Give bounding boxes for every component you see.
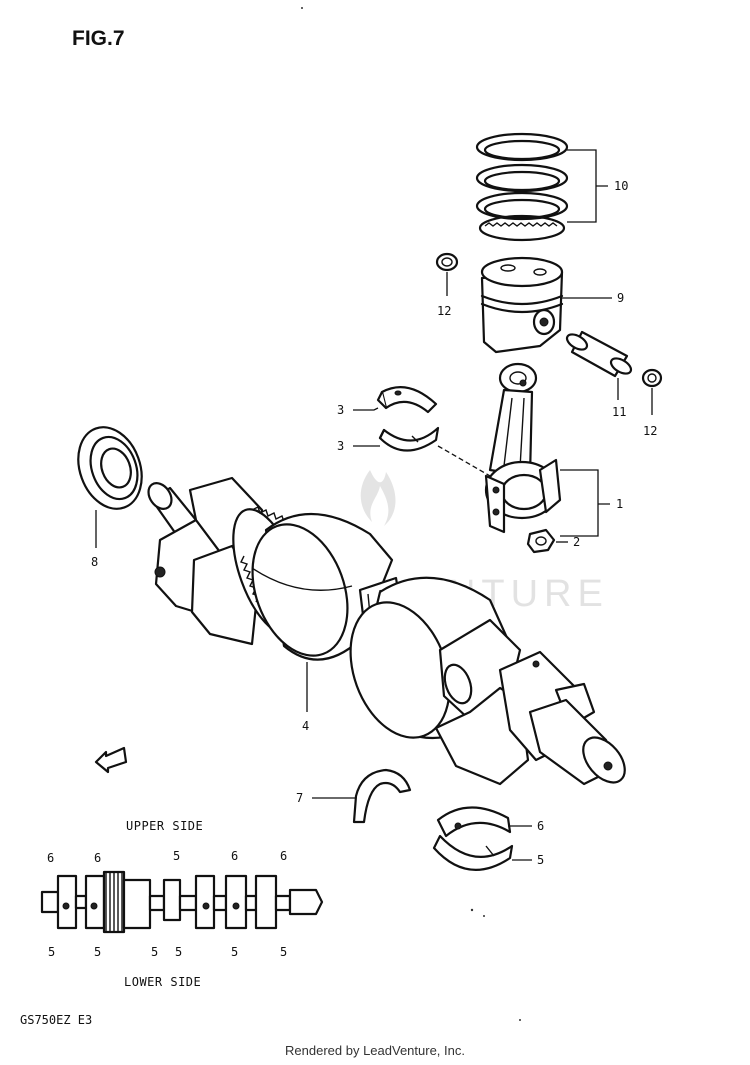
callout-3-upper: 3 <box>337 403 344 417</box>
lower-marker: 5 <box>94 945 101 959</box>
upper-marker: 5 <box>173 849 180 863</box>
conrod-bearing-part-3-upper[interactable] <box>376 386 438 414</box>
lower-marker: 5 <box>175 945 182 959</box>
bearing-layout-schematic <box>40 870 324 934</box>
callout-6: 6 <box>537 819 544 833</box>
crank-bearing-part-6[interactable] <box>436 806 512 838</box>
upper-marker: 6 <box>94 851 101 865</box>
piston-part-9[interactable] <box>480 256 564 354</box>
upper-marker: 6 <box>231 849 238 863</box>
piston-pin-part-11[interactable] <box>564 330 633 378</box>
callout-9: 9 <box>617 291 624 305</box>
lower-marker: 5 <box>48 945 55 959</box>
callout-4: 4 <box>302 719 309 733</box>
crank-bearing-part-5[interactable] <box>432 834 514 871</box>
circlip-part-12-right[interactable] <box>641 368 663 388</box>
lower-marker: 5 <box>280 945 287 959</box>
callout-11: 11 <box>612 405 626 419</box>
upper-side-label: UPPER SIDE <box>126 819 203 833</box>
upper-marker: 6 <box>47 851 54 865</box>
callout-5: 5 <box>537 853 544 867</box>
callout-12-upper: 12 <box>437 304 451 318</box>
crankshaft-part-4[interactable] <box>144 476 633 790</box>
lower-marker: 5 <box>231 945 238 959</box>
lower-side-markers: 5 5 5 5 5 5 <box>48 945 287 959</box>
piston-rings-part-10[interactable] <box>475 132 569 242</box>
connecting-rod-part-1[interactable] <box>484 362 562 534</box>
circlip-part-12-upper[interactable] <box>435 252 459 272</box>
upper-side-markers: 6 6 5 6 6 <box>47 849 287 865</box>
lower-marker: 5 <box>151 945 158 959</box>
callout-3-lower: 3 <box>337 439 344 453</box>
callout-7: 7 <box>296 791 303 805</box>
callout-12-right: 12 <box>643 424 657 438</box>
nut-part-2[interactable] <box>526 528 556 554</box>
lower-side-label: LOWER SIDE <box>124 975 201 989</box>
upper-marker: 6 <box>280 849 287 863</box>
thrust-bearing-part-7[interactable] <box>352 768 412 824</box>
oil-seal-part-8[interactable] <box>67 418 152 517</box>
scan-specks <box>301 7 521 1021</box>
conrod-bearing-part-3-lower[interactable] <box>378 426 440 452</box>
callout-2: 2 <box>573 535 580 549</box>
model-code: GS750EZ E3 <box>20 1013 92 1027</box>
callout-8: 8 <box>91 555 98 569</box>
callout-10: 10 <box>614 179 628 193</box>
callout-1: 1 <box>616 497 623 511</box>
figure-title: FIG.7 <box>72 27 125 50</box>
front-arrow-icon <box>94 746 128 774</box>
footer-credit: Rendered by LeadVenture, Inc. <box>285 1043 465 1058</box>
